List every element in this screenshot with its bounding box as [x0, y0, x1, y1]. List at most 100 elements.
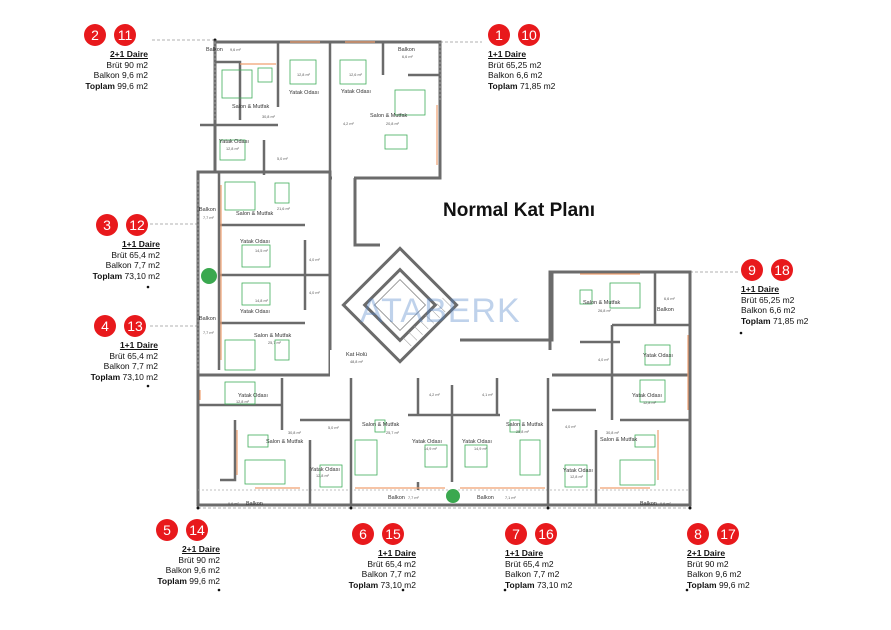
unit-toplam: 73,10 m2: [534, 579, 573, 590]
unit-brut: Brüt 65,4 m2: [505, 558, 554, 569]
room-area: 6,6 m²: [664, 297, 675, 301]
interior-walls: [198, 42, 690, 505]
room-label: Salon & Mutfak: [236, 211, 274, 217]
unit-brut: Brüt 65,25 m2: [741, 294, 795, 305]
room-area: 48,8 m²: [350, 360, 364, 364]
unit-badge: 15: [382, 523, 404, 545]
room-label: Yatak Odası: [240, 239, 270, 245]
room-area: 4,0 m²: [598, 358, 609, 362]
unit-toplam-label: Toplam: [92, 270, 123, 281]
room-label: Balkon: [640, 501, 657, 507]
unit-type: 1+1 Daire: [119, 340, 158, 350]
unit-type: 2+1 Daire: [109, 49, 148, 59]
room-area: 30,8 m²: [288, 431, 302, 435]
room-area: 12,8 m²: [236, 400, 250, 404]
room-label: Salon & Mutfak: [232, 104, 270, 110]
room-area: 12,8 m²: [643, 401, 657, 405]
unit-toplam-label: Toplam: [687, 579, 717, 590]
unit-type: 2+1 Daire: [687, 548, 726, 558]
unit-type: 1+1 Daire: [121, 239, 160, 249]
unit-toplam-label: Toplam: [741, 315, 771, 326]
room-area: 7,7 m²: [203, 331, 214, 335]
room-area: 30,8 m²: [262, 115, 276, 119]
room-area: 5,0 m²: [328, 426, 339, 430]
unit-info-6-15: 6 15 1+1 Daire Brüt 65,4 m2 Balkon 7,7 m2…: [320, 523, 416, 590]
room-area: 12,6 m²: [349, 73, 363, 77]
unit-toplam-label: Toplam: [90, 371, 121, 382]
unit-badge: 13: [124, 315, 146, 337]
unit-balkon: Balkon 6,6 m2: [741, 305, 796, 315]
room-area: 7,7 m²: [203, 216, 214, 220]
unit-badge: 10: [518, 24, 540, 46]
room-area: 4,0 m²: [565, 425, 576, 429]
room-area: 12,8 m²: [570, 475, 584, 479]
room-area: 7,7 m²: [408, 496, 419, 500]
unit-toplam: 73,10 m2: [378, 579, 416, 590]
room-label: Yatak Odası: [462, 439, 492, 445]
plan-title: Normal Kat Planı: [443, 200, 596, 221]
room-area: 14,9 m²: [424, 447, 438, 451]
corridor-walls: [353, 178, 554, 342]
room-area: 4,0 m²: [309, 291, 320, 295]
room-area: 12,8 m²: [226, 147, 240, 151]
room-area: 7,1 m²: [505, 496, 516, 500]
unit-toplam: 73,10 m2: [120, 371, 158, 382]
unit-brut: Brüt 65,4 m2: [367, 558, 416, 569]
unit-badge: 3: [96, 214, 118, 236]
room-area: 6,6 m²: [402, 55, 413, 59]
room-area: 25,7 m²: [268, 341, 282, 345]
unit-type: 1+1 Daire: [377, 548, 416, 558]
room-area: 12,8 m²: [316, 474, 330, 478]
room-area: 14,5 m²: [255, 249, 269, 253]
unit-balkon: Balkon 9,6 m2: [93, 70, 148, 80]
unit-balkon: Balkon 9,6 m2: [165, 565, 220, 575]
room-label: Salon & Mutfak: [370, 113, 408, 119]
unit-type: 1+1 Daire: [488, 49, 527, 59]
unit-balkon: Balkon 9,6 m2: [687, 569, 742, 579]
room-label: Salon & Mutfak: [583, 300, 621, 306]
room-label: Balkon: [657, 307, 674, 313]
unit-balkon: Balkon 7,7 m2: [361, 569, 416, 579]
room-area: 4,2 m²: [343, 122, 354, 126]
unit-badge: 16: [535, 523, 557, 545]
room-label: Balkon: [199, 316, 216, 322]
unit-toplam-label: Toplam: [348, 579, 379, 590]
unit-toplam-label: Toplam: [505, 579, 535, 590]
unit-brut: Brüt 65,25 m2: [488, 59, 542, 70]
room-label: Yatak Odası: [412, 439, 442, 445]
watermark-text: ATABERK: [360, 292, 521, 330]
unit-toplam: 99,6 m2: [114, 80, 148, 91]
unit-balkon: Balkon 6,6 m2: [488, 70, 543, 80]
room-area: 30,8 m²: [606, 431, 620, 435]
room-area: 25,8 m²: [516, 430, 530, 434]
unit-type: 1+1 Daire: [505, 548, 544, 558]
plant-icons: [201, 268, 460, 503]
room-area: 4,1 m²: [482, 393, 493, 397]
unit-balkon: Balkon 7,7 m2: [103, 361, 158, 371]
unit-badge: 2: [84, 24, 106, 46]
unit-type: 2+1 Daire: [181, 544, 220, 554]
room-area: 4,2 m²: [429, 393, 440, 397]
unit-badge: 4: [94, 315, 116, 337]
room-label: Balkon: [199, 207, 216, 213]
unit-toplam: 99,6 m2: [716, 579, 750, 590]
room-area: 21,6 m²: [277, 207, 291, 211]
room-label: Yatak Odası: [240, 309, 270, 315]
room-area: 14,9 m²: [474, 447, 488, 451]
unit-type: 1+1 Daire: [741, 284, 780, 294]
unit-badge: 6: [352, 523, 374, 545]
room-label: Salon & Mutfak: [266, 439, 304, 445]
room-label: Yatak Odası: [632, 393, 662, 399]
room-label: Salon & Mutfak: [506, 422, 544, 428]
room-label: Yatak Odası: [289, 90, 319, 96]
room-area: 12,8 m²: [297, 73, 311, 77]
room-label: Yatak Odası: [643, 353, 673, 359]
furniture: [219, 59, 671, 488]
unit-toplam-label: Toplam: [85, 80, 115, 91]
